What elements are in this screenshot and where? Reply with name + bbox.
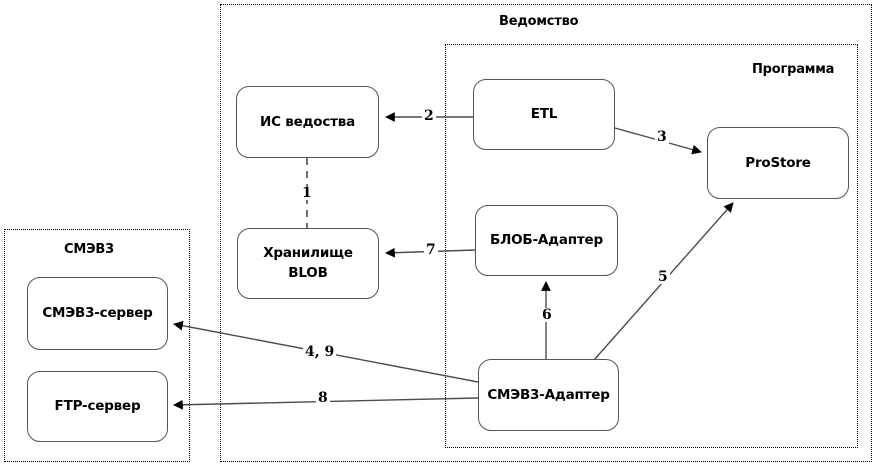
edge-label-3: 3 <box>655 129 669 145</box>
node-ftp-server[interactable]: FTP-сервер <box>27 371 168 442</box>
node-hranilishe-blob[interactable]: Хранилище BLOB <box>237 228 379 299</box>
node-smev3-adapter[interactable]: СМЭВ3-Адаптер <box>478 359 619 431</box>
edge-label-6: 6 <box>540 307 554 323</box>
zone-label-programma: Программа <box>752 62 835 77</box>
edge-label-4-9: 4, 9 <box>303 344 337 360</box>
edge-label-5: 5 <box>656 269 670 285</box>
zone-label-vedomstvo: Ведомство <box>499 14 579 29</box>
node-blob-adapter[interactable]: БЛОБ-Адаптер <box>475 205 618 276</box>
node-prostore[interactable]: ProStore <box>707 127 849 199</box>
edge-label-7: 7 <box>424 242 438 258</box>
edge-label-8: 8 <box>316 390 330 406</box>
zone-programma <box>445 44 858 448</box>
node-etl[interactable]: ETL <box>473 79 615 150</box>
zone-label-smev3: СМЭВ3 <box>64 242 114 257</box>
node-is-vedomstva[interactable]: ИС ведоства <box>236 86 379 158</box>
edge-label-1: 1 <box>300 185 314 201</box>
node-smev3-server[interactable]: СМЭВ3-сервер <box>27 277 168 350</box>
zone-vedomstvo <box>220 4 872 462</box>
edge-label-2: 2 <box>422 108 436 124</box>
